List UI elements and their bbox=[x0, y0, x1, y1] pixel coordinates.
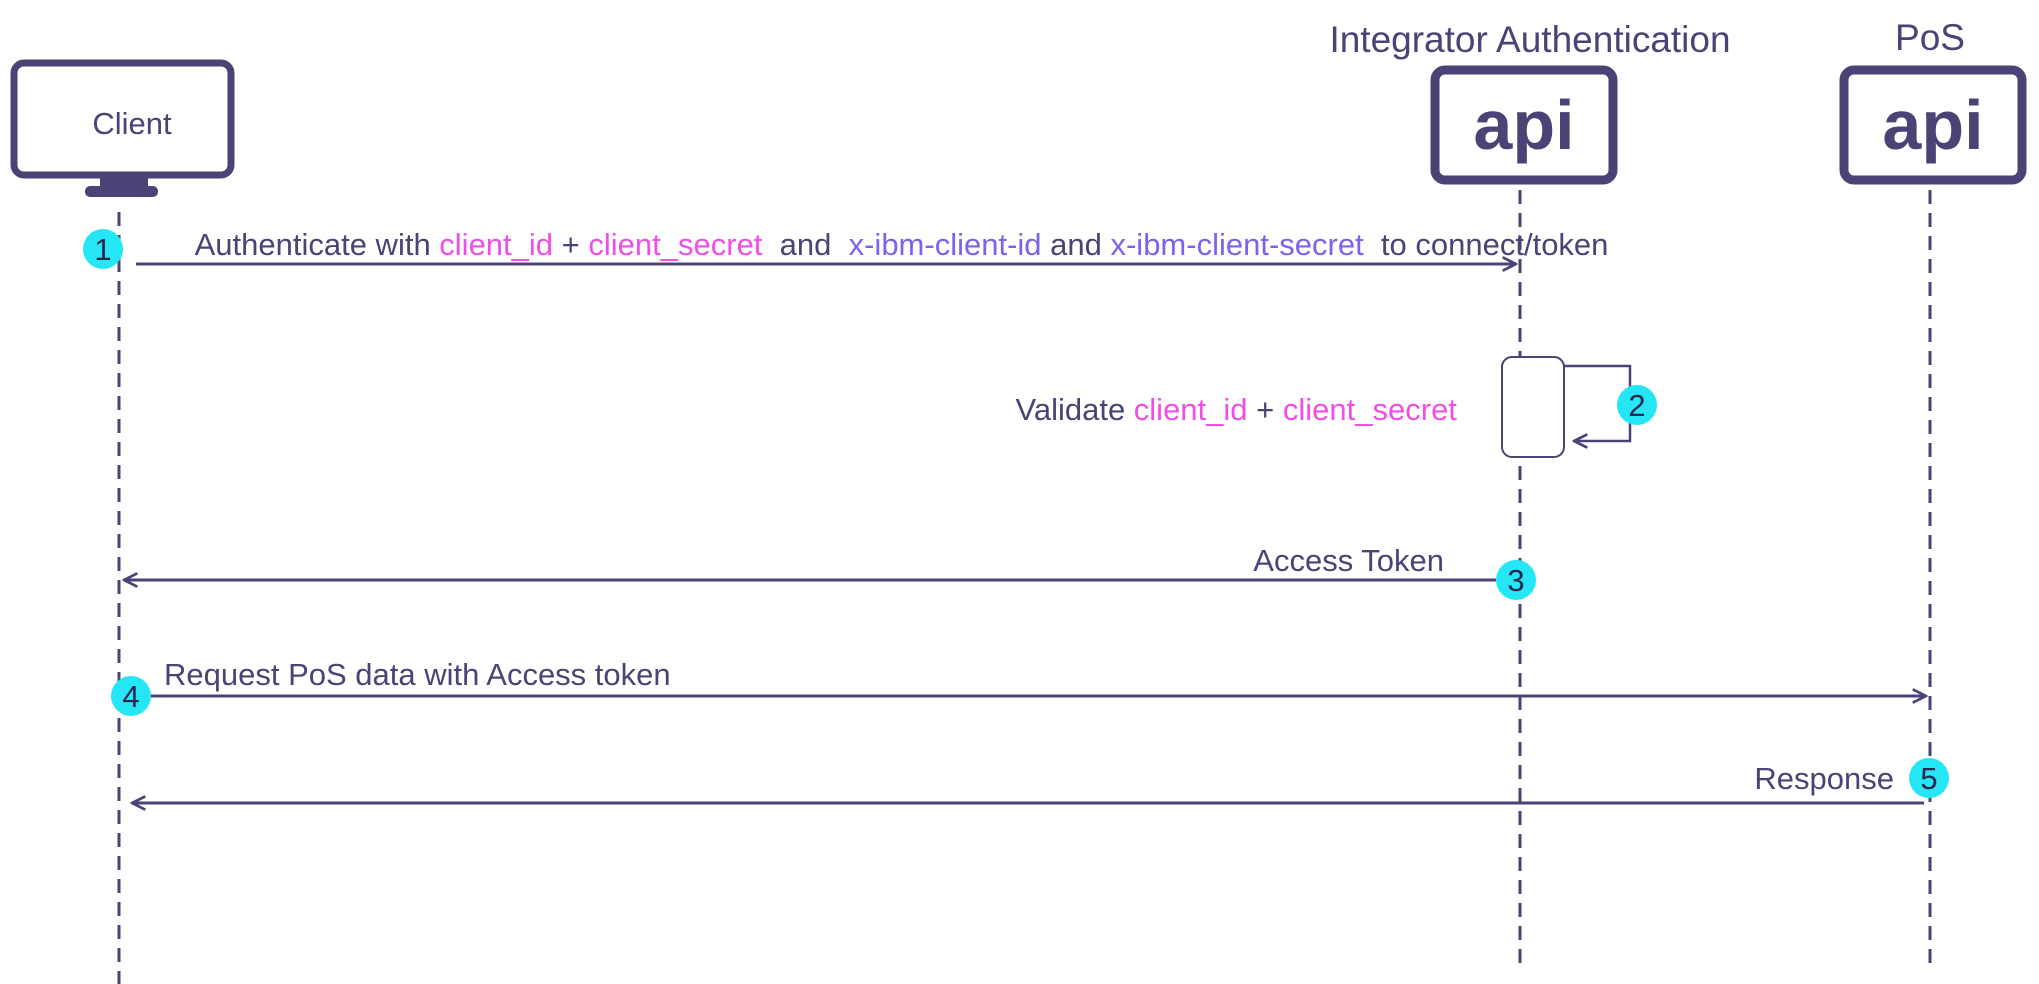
api-icon: api bbox=[1839, 65, 2027, 185]
svg-text:api: api bbox=[1473, 86, 1574, 164]
pos-title: PoS bbox=[1895, 17, 1965, 58]
step-5-label: Response bbox=[1754, 761, 1894, 796]
client-id-term: client_id bbox=[439, 227, 553, 262]
step-number: 1 bbox=[94, 232, 111, 267]
step-5: Response 5 bbox=[132, 758, 1949, 803]
step-badge bbox=[83, 229, 123, 269]
api-icon: api bbox=[1430, 65, 1618, 185]
step-4: Request PoS data with Access token 4 bbox=[111, 657, 1926, 716]
step-4-label: Request PoS data with Access token bbox=[164, 657, 671, 692]
client-id-term: client_id bbox=[1134, 392, 1248, 427]
step-badge bbox=[1909, 758, 1949, 798]
step-badge bbox=[111, 676, 151, 716]
client-label: Client bbox=[92, 106, 172, 141]
label-segment: + bbox=[1248, 392, 1283, 427]
step-number: 4 bbox=[122, 679, 139, 714]
x-ibm-client-secret-term: x-ibm-client-secret bbox=[1110, 227, 1364, 262]
label-segment: + bbox=[553, 227, 588, 262]
monitor-icon bbox=[10, 59, 235, 197]
step-badge bbox=[1496, 560, 1536, 600]
svg-text:api: api bbox=[1882, 86, 1983, 164]
label-segment: Validate bbox=[1015, 392, 1133, 427]
label-segment: Authenticate with bbox=[195, 227, 440, 262]
step-2-label: Validate client_id + client_secret bbox=[955, 392, 1500, 427]
step-1-label: Authenticate with client_id + client_sec… bbox=[136, 227, 1652, 262]
pos-participant: PoS api bbox=[1839, 17, 2027, 185]
label-segment: and bbox=[762, 227, 848, 262]
step-number: 3 bbox=[1507, 563, 1524, 598]
client-secret-term: client_secret bbox=[588, 227, 762, 262]
step-3-label: Access Token bbox=[1253, 543, 1444, 578]
label-segment: and bbox=[1042, 227, 1111, 262]
label-segment: to connect/token bbox=[1364, 227, 1609, 262]
client-secret-term: client_secret bbox=[1283, 392, 1457, 427]
integrator-title: Integrator Authentication bbox=[1329, 19, 1730, 60]
activation-box bbox=[1501, 356, 1565, 458]
step-number: 2 bbox=[1628, 388, 1645, 423]
integrator-participant: Integrator Authentication api bbox=[1329, 19, 1731, 185]
step-badge bbox=[1617, 385, 1657, 425]
step-2: 2 Validate client_id + client_secret bbox=[955, 356, 1657, 458]
x-ibm-client-id-term: x-ibm-client-id bbox=[849, 227, 1042, 262]
client-participant: Client bbox=[10, 59, 235, 197]
step-1: 1 Authenticate with client_id + client_s… bbox=[83, 227, 1652, 269]
step-number: 5 bbox=[1920, 761, 1937, 796]
step-3: Access Token 3 bbox=[124, 543, 1536, 600]
